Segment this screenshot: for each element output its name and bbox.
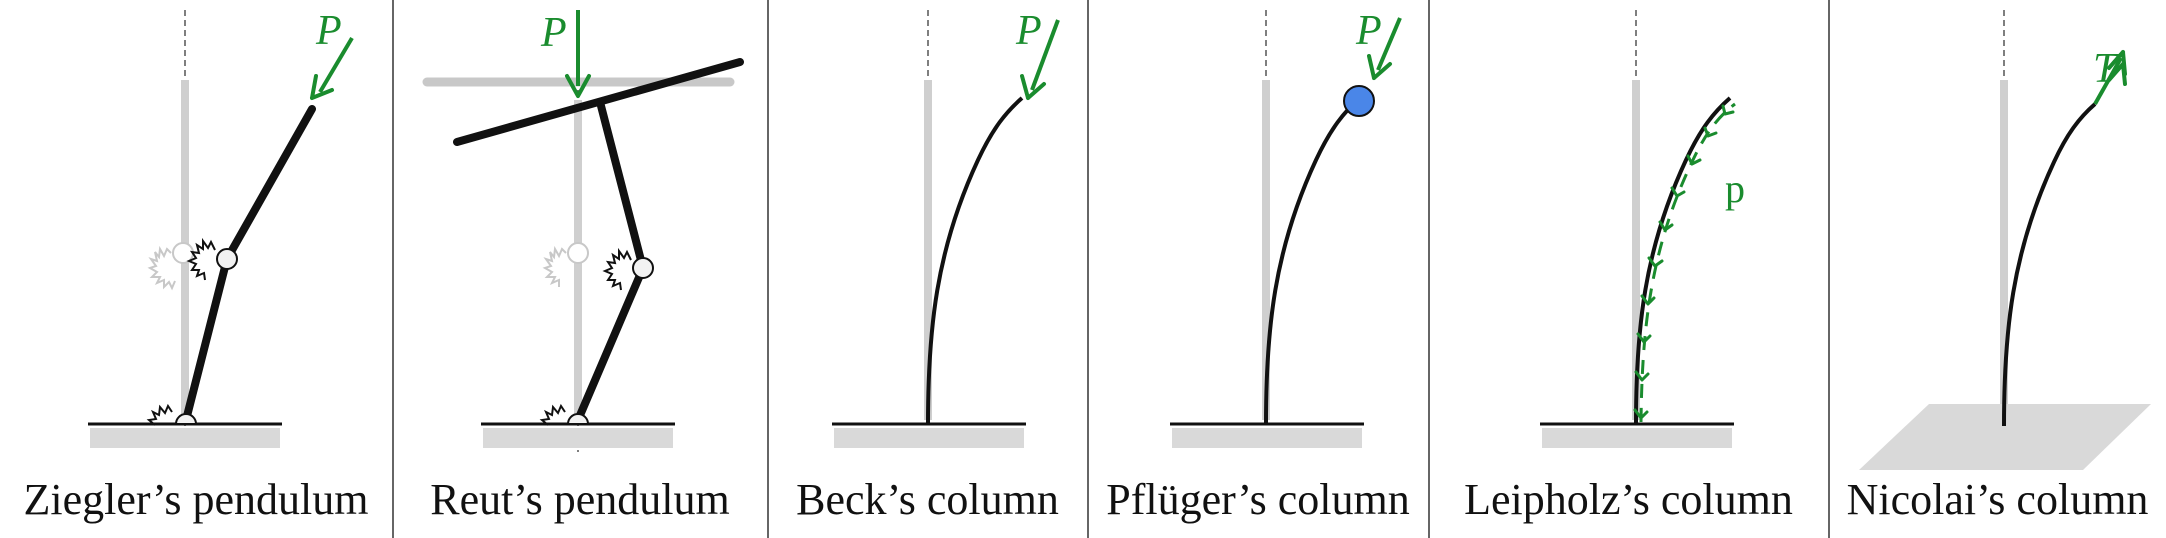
caption-pfluger: Pflüger’s column xyxy=(1106,475,1410,524)
panel-divider xyxy=(1828,0,1830,538)
deflected-column xyxy=(2002,102,2097,427)
upper-rod xyxy=(223,105,316,263)
hinge-joint xyxy=(216,248,238,270)
distributed-load-arrows-icon xyxy=(1633,104,1735,420)
ghost-column xyxy=(1632,80,1640,420)
force-label: P xyxy=(315,8,342,54)
deflected-column xyxy=(1634,96,1732,425)
panel-ziegler: P Ziegler’s pendulum xyxy=(0,0,392,538)
caption-nicolai: Nicolai’s column xyxy=(1846,475,2149,524)
panel-reut: P Reut’s pendulum xyxy=(393,0,767,538)
force-arrow-head-icon xyxy=(1020,74,1046,100)
lower-rod xyxy=(574,264,647,424)
ghost-spring-icon xyxy=(542,242,589,287)
lower-rod xyxy=(182,255,231,424)
double-arrow-head-icon xyxy=(2107,50,2127,86)
ground-block xyxy=(483,428,673,448)
panel-divider xyxy=(767,0,769,538)
reut-diagram: P xyxy=(422,10,744,452)
force-arrow-head-icon xyxy=(1367,54,1392,80)
ghost-column xyxy=(924,80,932,420)
force-label: P xyxy=(1355,8,1382,54)
panel-divider xyxy=(1428,0,1430,538)
deflected-column xyxy=(926,96,1024,425)
nicolai-diagram: T xyxy=(1859,10,2151,470)
base-hinge xyxy=(566,413,590,425)
force-arrow-shaft xyxy=(1030,19,1060,91)
beck-diagram: P xyxy=(832,8,1060,448)
force-label: P xyxy=(1015,8,1042,54)
ground-block xyxy=(1542,428,1732,448)
pfluger-diagram: P xyxy=(1170,8,1402,448)
spring-icon xyxy=(146,237,216,426)
hinge-joint xyxy=(632,257,654,279)
panel-pfluger: P Pflüger’s column xyxy=(1088,0,1428,538)
panel-beck: P Beck’s column xyxy=(768,0,1087,538)
leipholz-diagram: p xyxy=(1540,10,1745,448)
caption-ziegler: Ziegler’s pendulum xyxy=(23,475,369,524)
ground-block xyxy=(834,428,1024,448)
force-label: T xyxy=(2093,46,2119,92)
base-hinge xyxy=(174,413,198,425)
rigid-beam xyxy=(453,58,744,146)
ghost-column xyxy=(1262,80,1270,420)
ground-plane xyxy=(1859,404,2151,470)
force-label: P xyxy=(540,10,567,56)
caption-beck: Beck’s column xyxy=(796,475,1059,524)
panel-nicolai: T Nicolai’s column xyxy=(1829,0,2166,538)
caption-reut: Reut’s pendulum xyxy=(430,475,730,524)
panel-divider xyxy=(1087,0,1089,538)
ghost-column xyxy=(2000,80,2008,420)
ground-block xyxy=(90,428,280,448)
spring-icon xyxy=(539,247,632,426)
load-label: p xyxy=(1725,166,1745,211)
upper-rod xyxy=(596,98,647,272)
force-arrow-head-icon xyxy=(310,74,334,100)
panel-divider xyxy=(392,0,394,538)
ground-block xyxy=(1172,428,1362,448)
tip-mass xyxy=(1343,85,1375,117)
deflected-column xyxy=(1264,96,1362,425)
force-arrow-head-icon xyxy=(565,74,591,98)
force-arrow-shaft xyxy=(318,36,354,94)
distributed-load-line xyxy=(1639,102,1736,423)
ziegler-diagram: P xyxy=(88,8,354,448)
panel-leipholz: p Leipholz’s column xyxy=(1429,0,1828,538)
caption-leipholz: Leipholz’s column xyxy=(1464,475,1793,524)
force-arrow-shaft xyxy=(1376,17,1402,71)
